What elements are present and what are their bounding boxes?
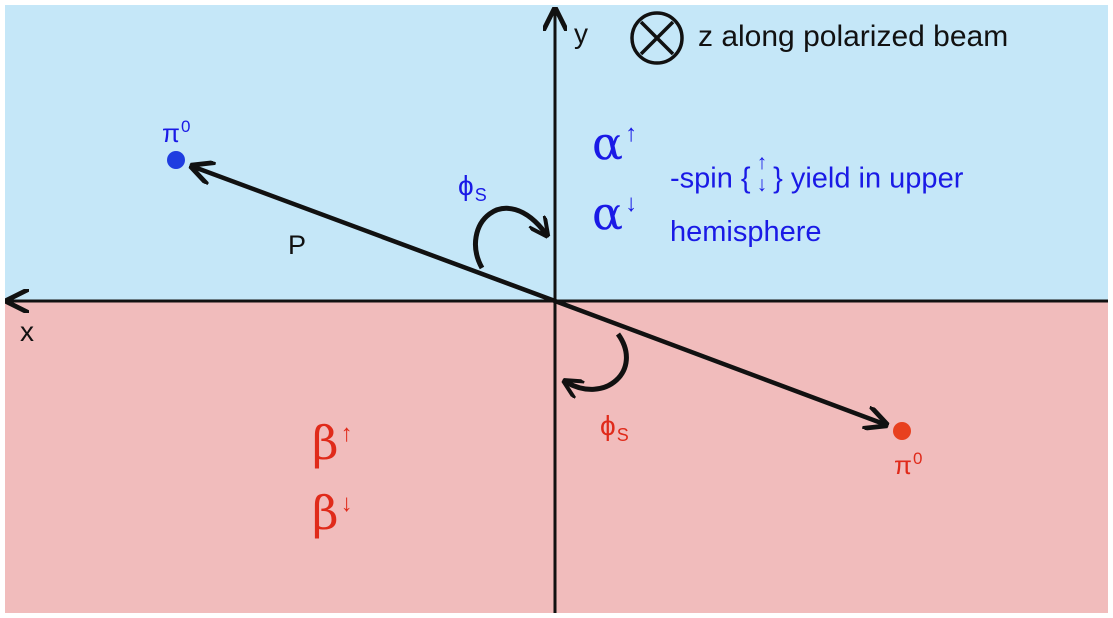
beam-direction-icon — [630, 11, 684, 65]
alpha-down-label: α↓ — [592, 190, 637, 236]
up-arrow-icon: ↑ — [756, 151, 768, 174]
up-arrow-icon: ↑ — [625, 120, 638, 147]
pi-superscript: 0 — [180, 117, 191, 136]
x-axis-label: x — [20, 316, 34, 347]
phi-subscript: S — [616, 425, 629, 445]
beam-cross-line-2 — [639, 20, 675, 56]
phi-symbol: ϕ — [458, 170, 474, 201]
up-arrow-icon: ↑ — [340, 420, 353, 447]
pi0-label-upper: π0 — [162, 117, 191, 148]
spin-arrow-stack: ↑↓ — [757, 152, 768, 196]
pi-superscript: 0 — [912, 449, 923, 468]
phi-s-label-upper: ϕS — [458, 170, 487, 205]
p-label: P — [288, 230, 307, 260]
desc-suffix: } yield in upper — [773, 162, 964, 195]
phi-subscript: S — [474, 185, 487, 205]
phi-s-rotation-arrow-upper — [473, 206, 546, 270]
pi-symbol: π — [162, 118, 180, 148]
phi-s-label-lower: ϕS — [600, 410, 629, 445]
pi0-dot-red — [893, 422, 911, 440]
beta-symbol: β — [312, 486, 339, 540]
upper-description-line2: hemisphere — [670, 216, 822, 248]
beta-down-label: β↓ — [312, 490, 353, 536]
phi-symbol: ϕ — [600, 410, 616, 441]
pi0-dot-blue — [167, 151, 185, 169]
desc-prefix: -spin { — [670, 162, 751, 195]
p-vector-upper — [194, 167, 556, 304]
alpha-up-label: α↑ — [592, 120, 637, 166]
pi-symbol: π — [894, 450, 912, 480]
beam-label: z along polarized beam — [698, 20, 1009, 53]
alpha-symbol: α — [592, 116, 624, 170]
p-vector-lower — [554, 298, 884, 424]
down-arrow-icon: ↓ — [340, 490, 353, 517]
y-axis-label: y — [574, 18, 588, 49]
beta-up-label: β↑ — [312, 420, 353, 466]
down-arrow-icon: ↓ — [625, 190, 638, 217]
beta-symbol: β — [312, 416, 339, 470]
phi-s-rotation-arrow-lower — [566, 332, 629, 389]
pi0-label-lower: π0 — [894, 449, 923, 480]
upper-description-line1: -spin {↑↓} yield in upper — [670, 152, 964, 202]
down-arrow-icon: ↓ — [756, 173, 768, 196]
alpha-symbol: α — [592, 186, 624, 240]
